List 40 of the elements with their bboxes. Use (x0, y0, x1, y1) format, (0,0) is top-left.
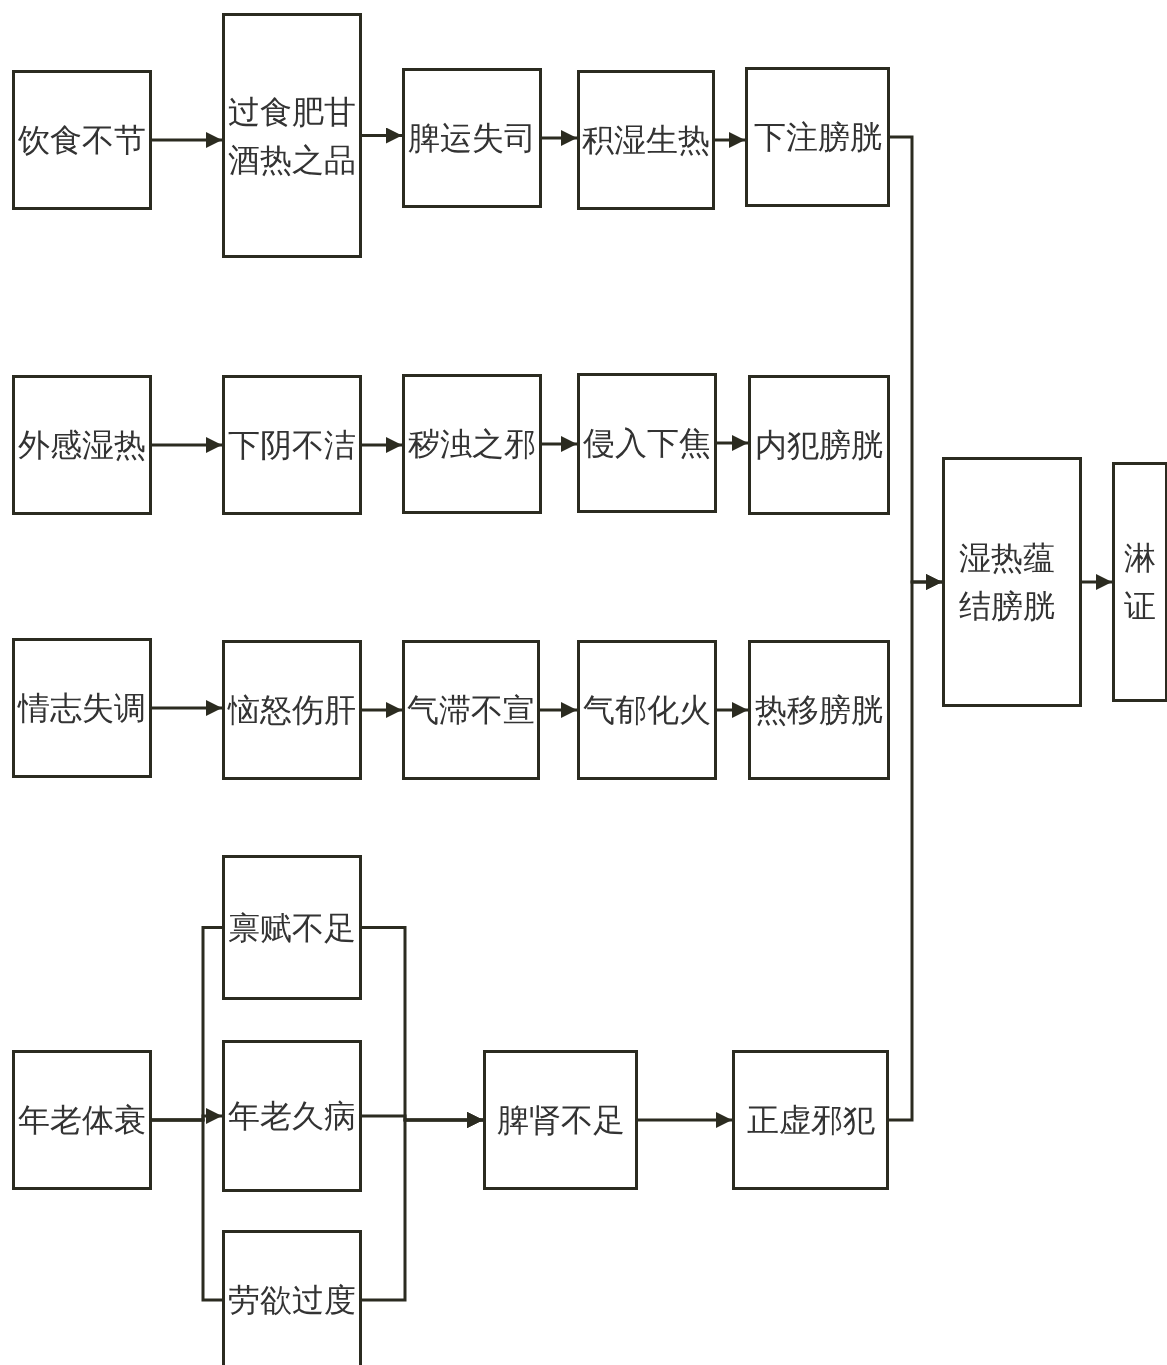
arrow (889, 574, 942, 1122)
process-box: 正虚邪犯 (732, 1050, 889, 1190)
connector-line (152, 1118, 222, 1302)
process-box: 淋证 (1112, 462, 1167, 702)
process-box: 下注膀胱 (745, 67, 890, 207)
arrow (362, 437, 402, 453)
process-box: 饮食不节 (12, 70, 152, 210)
arrow (715, 132, 745, 148)
process-box: 积湿生热 (577, 70, 715, 210)
arrow (542, 130, 577, 146)
arrow (542, 436, 577, 452)
process-box: 侵入下焦 (577, 373, 717, 513)
process-box: 年老久病 (222, 1040, 362, 1192)
arrow (540, 702, 577, 718)
arrow (717, 435, 748, 451)
arrow (152, 132, 222, 148)
arrow (362, 702, 402, 718)
arrow (152, 437, 222, 453)
process-box: 秽浊之邪 (402, 374, 542, 514)
arrow (638, 1112, 732, 1128)
process-box: 湿热蕴结膀胱 (942, 457, 1082, 707)
process-box: 禀赋不足 (222, 855, 362, 1000)
process-box: 劳欲过度 (222, 1230, 362, 1365)
process-box: 情志失调 (12, 638, 152, 778)
process-box: 热移膀胱 (748, 640, 890, 780)
arrow (1082, 574, 1112, 590)
process-box: 下阴不洁 (222, 375, 362, 515)
process-box: 气滞不宣 (402, 640, 540, 780)
arrow (152, 700, 222, 716)
arrow (362, 127, 402, 144)
process-box: 脾运失司 (402, 68, 542, 208)
process-box: 过食肥甘酒热之品 (222, 13, 362, 258)
arrow (717, 702, 748, 718)
process-box: 外感湿热 (12, 375, 152, 515)
process-box: 恼怒伤肝 (222, 640, 362, 780)
process-box: 气郁化火 (577, 640, 717, 780)
process-box: 年老体衰 (12, 1050, 152, 1190)
process-box: 内犯膀胱 (748, 375, 890, 515)
arrow (362, 1112, 483, 1302)
process-box: 脾肾不足 (483, 1050, 638, 1190)
